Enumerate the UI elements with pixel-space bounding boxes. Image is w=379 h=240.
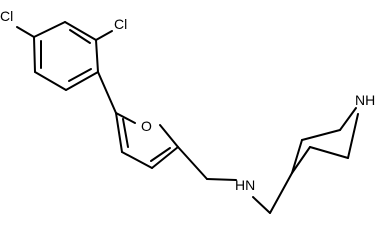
bond	[150, 147, 171, 162]
atom-labels: Cl Cl O HN NH	[0, 8, 375, 193]
bond	[339, 107, 357, 131]
bond	[309, 146, 349, 159]
bond	[269, 172, 293, 214]
bond	[65, 71, 99, 91]
bond	[121, 151, 153, 169]
bond	[291, 146, 311, 174]
bond-lines	[16, 21, 359, 214]
bond	[95, 30, 113, 41]
piperidine-nh-label: NH	[355, 92, 375, 108]
chlorine-label-right: Cl	[114, 16, 127, 32]
molecule-canvas: Cl Cl O HN NH	[0, 8, 376, 214]
bond	[177, 146, 208, 180]
bond	[69, 29, 91, 44]
bond	[159, 124, 179, 148]
bond	[64, 21, 97, 41]
bond	[33, 36, 36, 73]
bond	[122, 118, 129, 148]
bond	[115, 112, 123, 153]
bond	[206, 178, 237, 181]
bond	[252, 196, 271, 214]
bond	[34, 71, 67, 91]
furan-oxygen-label: O	[141, 118, 152, 134]
bond	[301, 129, 341, 141]
bond	[115, 112, 136, 124]
bond	[68, 68, 92, 82]
molecule-diagram: Cl Cl O HN NH	[0, 8, 375, 214]
bond	[33, 21, 66, 38]
bond	[291, 139, 303, 174]
amine-nh-label: HN	[235, 177, 255, 193]
bond	[16, 26, 35, 38]
bond	[347, 113, 359, 159]
chlorine-label-top: Cl	[0, 8, 13, 24]
bond	[151, 146, 179, 169]
bond	[95, 39, 99, 73]
bond	[97, 71, 117, 114]
